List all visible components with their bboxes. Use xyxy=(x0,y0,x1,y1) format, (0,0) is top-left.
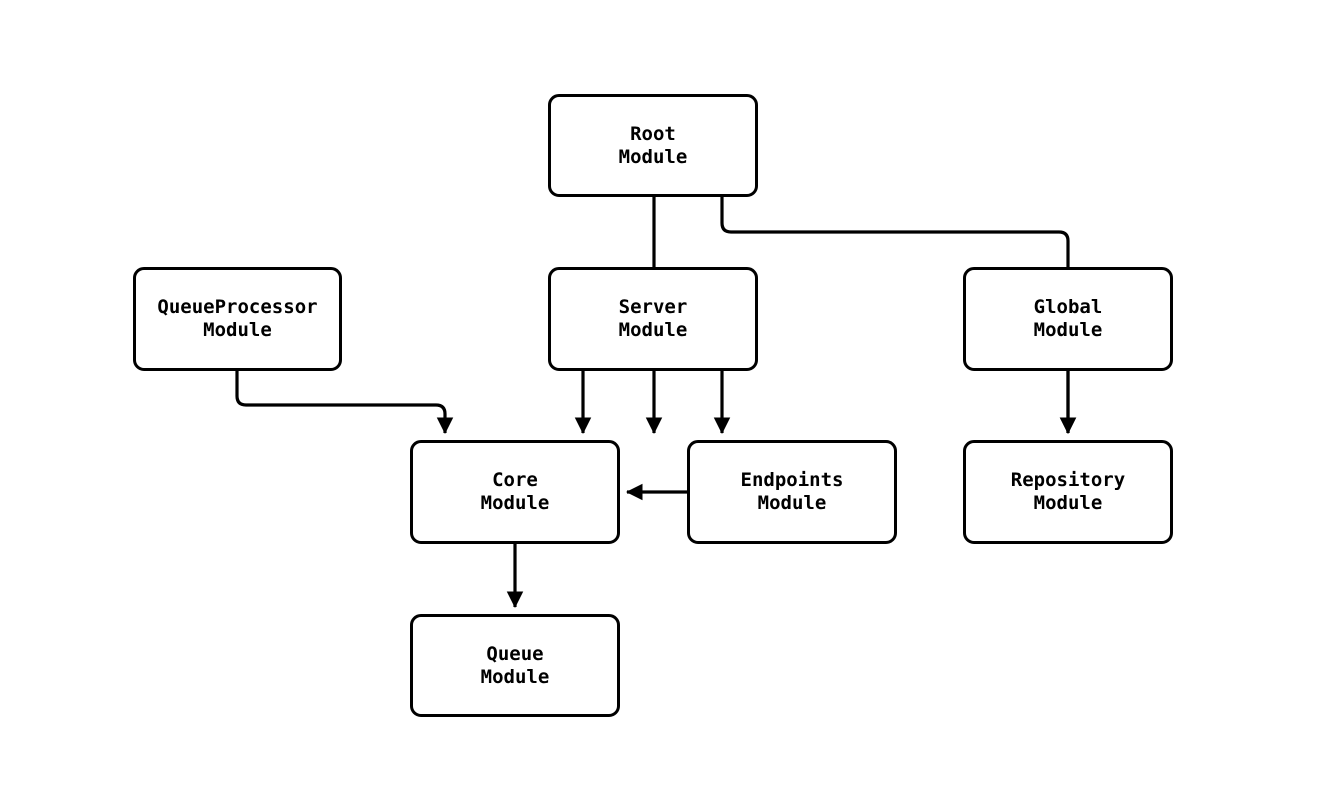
node-global-module-title: Global xyxy=(1033,296,1103,318)
node-root-module-title: Root xyxy=(630,122,676,145)
node-core-module-title: Core xyxy=(492,469,538,491)
node-queueprocessor-module-subtitle: Module xyxy=(203,319,272,341)
node-endpoints-module-subtitle: Module xyxy=(757,492,827,514)
node-endpoints-module-title: Endpoints xyxy=(740,469,844,491)
node-root-module-subtitle: Module xyxy=(618,145,688,168)
node-repository-module-title: Repository xyxy=(1010,469,1126,491)
node-queue-module[interactable]: Queue Module xyxy=(410,614,620,717)
edge-root-to-global xyxy=(720,197,1077,434)
node-server-module-title: Server xyxy=(618,296,688,318)
node-queueprocessor-module-title: QueueProcessor xyxy=(157,296,318,318)
node-root-module[interactable]: Root Module xyxy=(548,94,758,197)
node-global-module-subtitle: Module xyxy=(1033,319,1103,341)
node-server-module-subtitle: Module xyxy=(618,319,688,341)
node-repository-module-subtitle: Module xyxy=(1033,492,1103,514)
node-server-module[interactable]: Server Module xyxy=(548,267,758,371)
edge-queueprocessor-to-core xyxy=(235,371,454,434)
node-queueprocessor-module[interactable]: QueueProcessor Module xyxy=(133,267,342,371)
node-core-module[interactable]: Core Module xyxy=(410,440,620,544)
node-repository-module[interactable]: Repository Module xyxy=(963,440,1173,544)
node-global-module[interactable]: Global Module xyxy=(963,267,1173,371)
node-endpoints-module[interactable]: Endpoints Module xyxy=(687,440,897,544)
node-core-module-subtitle: Module xyxy=(480,492,550,514)
node-queue-module-title: Queue xyxy=(486,642,544,665)
node-queue-module-subtitle: Module xyxy=(480,665,550,688)
